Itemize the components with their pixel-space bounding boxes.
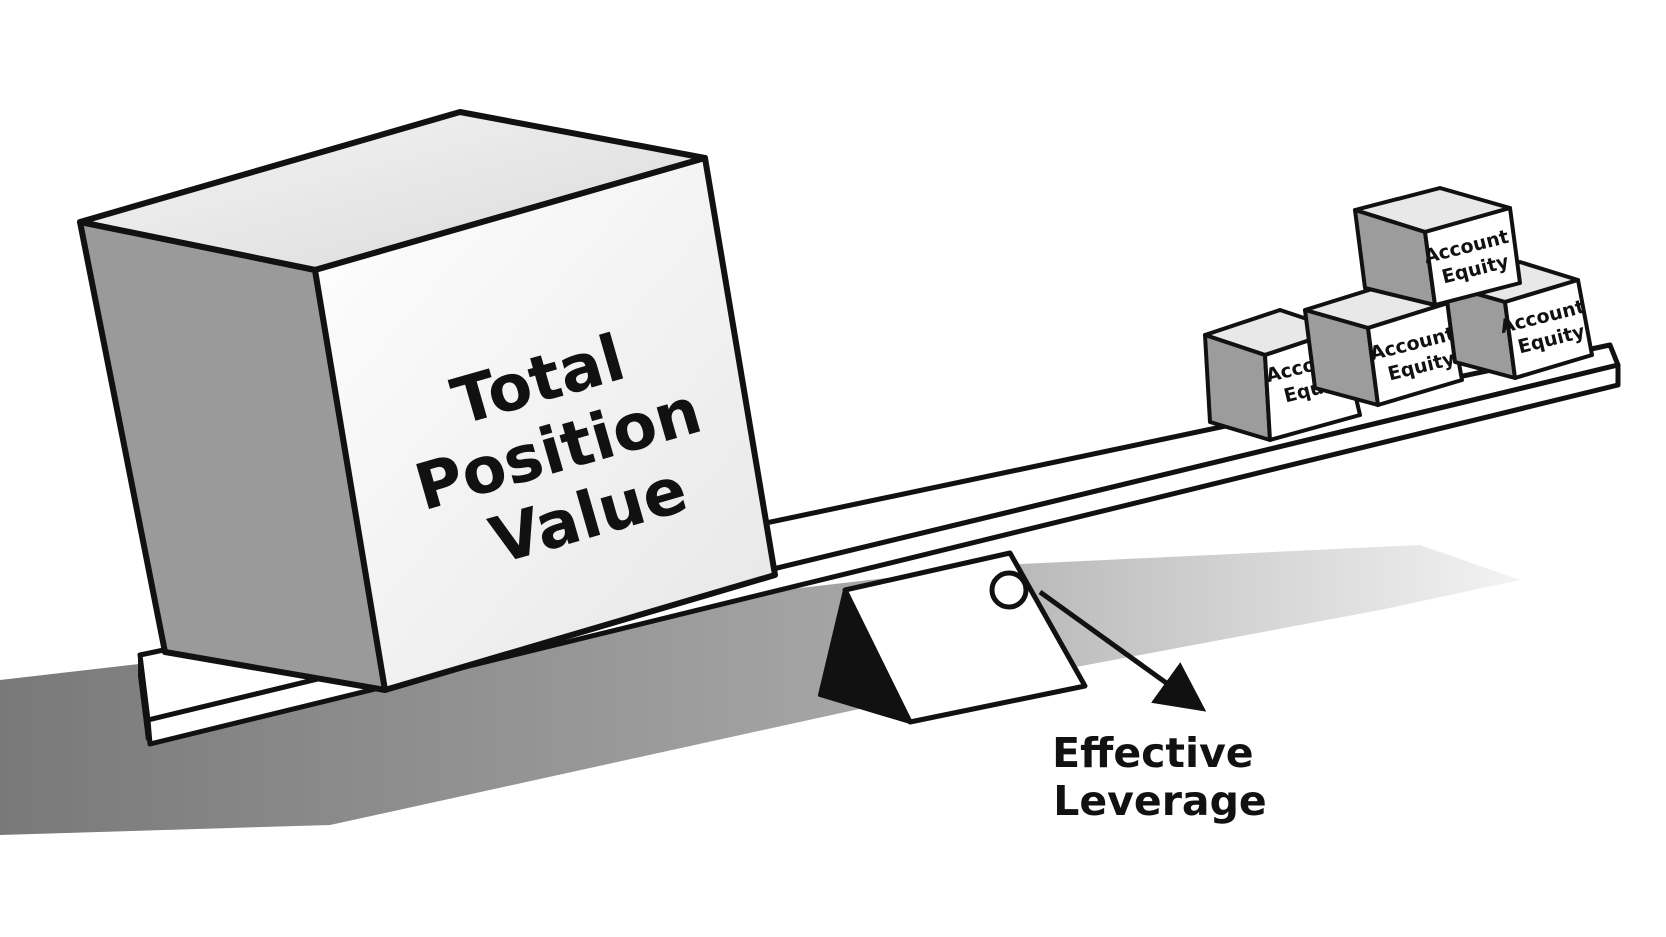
- leverage-arrow: [1038, 589, 1207, 712]
- ground-shadow: [0, 545, 1520, 835]
- caption-line-2: Leverage: [1053, 777, 1267, 825]
- caption-line-1: Effective: [1052, 729, 1254, 777]
- pivot-pin: [989, 570, 1029, 610]
- equity-block: Account Equity: [1443, 260, 1594, 380]
- effective-leverage-caption: Effective Leverage: [1052, 729, 1268, 825]
- equity-block: Account Equity: [1353, 186, 1522, 307]
- total-position-value-block: Total Position Value: [77, 109, 778, 693]
- fulcrum: [818, 550, 1088, 725]
- svg-text:Total Position Val: Total Position Value: [387, 299, 750, 595]
